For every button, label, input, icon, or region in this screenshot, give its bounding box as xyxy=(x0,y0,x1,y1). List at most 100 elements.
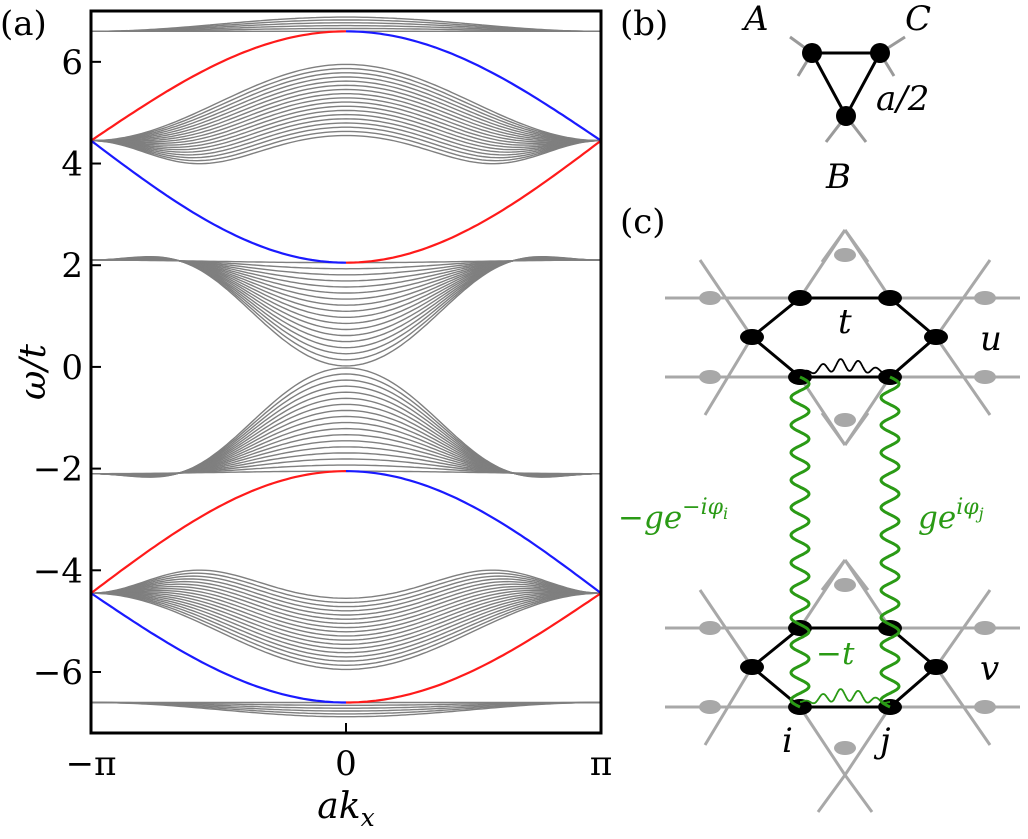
y-tick-label: −4 xyxy=(33,551,83,591)
bulk-band-line xyxy=(91,588,601,629)
bulk-band-line xyxy=(91,421,601,476)
bulk-band-line xyxy=(91,105,601,146)
bulk-band-line xyxy=(91,585,601,625)
bulk-band-line xyxy=(91,258,601,294)
bulk-bands xyxy=(91,16,601,718)
bulk-band-line xyxy=(91,591,601,637)
x-tick-label: π xyxy=(590,744,612,784)
bulk-band-line xyxy=(91,118,601,153)
coupling-right-wiggle xyxy=(879,375,901,709)
bulk-band-line xyxy=(91,589,601,633)
y-tick-label: −6 xyxy=(33,653,83,693)
site-b-label: B xyxy=(825,157,851,197)
bulk-band-line xyxy=(91,446,601,475)
bulk-band-line xyxy=(91,258,601,306)
bulk-band-line xyxy=(91,67,601,142)
site-a-label: A xyxy=(741,0,769,39)
bulk-band-line xyxy=(91,583,601,620)
triangle-unit-cell: A C B a/2 xyxy=(741,0,931,197)
edge-state-red xyxy=(345,139,601,264)
bulk-band-line xyxy=(91,257,601,318)
bulk-band-line xyxy=(91,130,601,162)
bulk-band-line xyxy=(91,259,601,270)
site-b-dot xyxy=(836,106,856,126)
edge-state-blue xyxy=(345,30,601,142)
hopping-t-wiggle xyxy=(800,358,890,375)
bulk-band-line xyxy=(91,592,601,658)
y-tick-label: 2 xyxy=(61,246,83,286)
bulk-band-line xyxy=(91,592,601,671)
lattice-background xyxy=(665,229,1020,813)
y-tick-label: 0 xyxy=(61,348,83,388)
x-tick-label: −π xyxy=(66,744,117,784)
edge-state-red xyxy=(346,592,601,704)
bulk-band-line xyxy=(91,572,601,604)
flat-band-line xyxy=(91,701,601,718)
x-axis-ticks: −π 0 π xyxy=(66,723,612,784)
bulk-band-line xyxy=(91,464,601,475)
bulk-band-line xyxy=(91,592,601,667)
triangle-bonds xyxy=(809,51,883,120)
bulk-band-line xyxy=(91,373,601,478)
bulk-band-line xyxy=(91,592,601,645)
site-c-label: C xyxy=(905,0,931,39)
bulk-band-line xyxy=(91,126,601,159)
bulk-band-line xyxy=(91,72,601,142)
hopping-minus-t-wiggle xyxy=(800,688,890,705)
site-c-dot xyxy=(870,43,890,63)
bulk-band-line xyxy=(91,76,601,142)
bulk-band-line xyxy=(91,63,601,142)
flat-band-line xyxy=(91,22,601,32)
y-axis-label: ω/t xyxy=(13,343,54,399)
y-tick-label: 6 xyxy=(61,43,83,83)
bulk-band-line xyxy=(91,592,601,654)
flat-band-line xyxy=(91,701,601,712)
band-structure-chart: 6 4 2 0 −2 −4 −6 −π 0 π ω/t akx xyxy=(13,9,612,832)
bulk-band-line xyxy=(91,88,601,142)
coupling-left-label: −ge−iφi xyxy=(618,495,728,536)
bulk-band-line xyxy=(91,580,601,616)
y-tick-label: −2 xyxy=(33,450,83,490)
edge-state-red xyxy=(91,30,347,142)
panel-label-b: (b) xyxy=(620,4,668,44)
site-i-label: i xyxy=(782,721,793,761)
coupling-right-label: geiφj xyxy=(918,495,984,536)
y-axis-ticks: 6 4 2 0 −2 −4 −6 xyxy=(33,43,101,693)
bulk-band-line xyxy=(91,256,601,361)
bulk-band-line xyxy=(91,97,601,143)
edge-state-red xyxy=(91,470,347,595)
x-tick-label: 0 xyxy=(335,744,357,784)
panel-label-a: (a) xyxy=(0,4,47,44)
bulk-band-line xyxy=(91,257,601,325)
plaquette-u-label: u xyxy=(980,319,1002,359)
hopping-t-label: t xyxy=(838,302,852,342)
hopping-minus-t-label: −t xyxy=(816,636,855,672)
edge-states xyxy=(91,30,601,704)
bulk-band-line xyxy=(91,113,601,151)
bulk-band-line xyxy=(91,592,601,641)
x-axis-label: akx xyxy=(317,786,374,832)
bulk-band-line xyxy=(91,256,601,349)
edge-state-blue xyxy=(91,139,347,264)
bulk-band-line xyxy=(91,592,601,662)
edge-state-blue xyxy=(345,470,601,595)
bulk-band-line xyxy=(91,385,601,478)
lattice-diagram: t u −t v −ge−iφi geiφj i j xyxy=(618,229,1020,813)
bulk-band-line xyxy=(91,109,601,148)
bulk-band-line xyxy=(91,427,601,476)
bulk-band-line xyxy=(91,258,601,288)
bulk-band-line xyxy=(91,80,601,142)
y-tick-label: 4 xyxy=(61,145,83,185)
bulk-band-line xyxy=(91,258,601,313)
bond-length-label: a/2 xyxy=(876,79,929,119)
bulk-band-line xyxy=(91,122,601,156)
panel-label-c: (c) xyxy=(620,202,666,242)
bulk-band-line xyxy=(91,440,601,476)
edge-state-blue xyxy=(91,592,346,704)
bulk-band-line xyxy=(91,134,601,165)
bulk-band-line xyxy=(91,575,601,608)
bulk-band-line xyxy=(91,409,601,477)
site-a-dot xyxy=(802,43,822,63)
bulk-band-line xyxy=(91,415,601,477)
